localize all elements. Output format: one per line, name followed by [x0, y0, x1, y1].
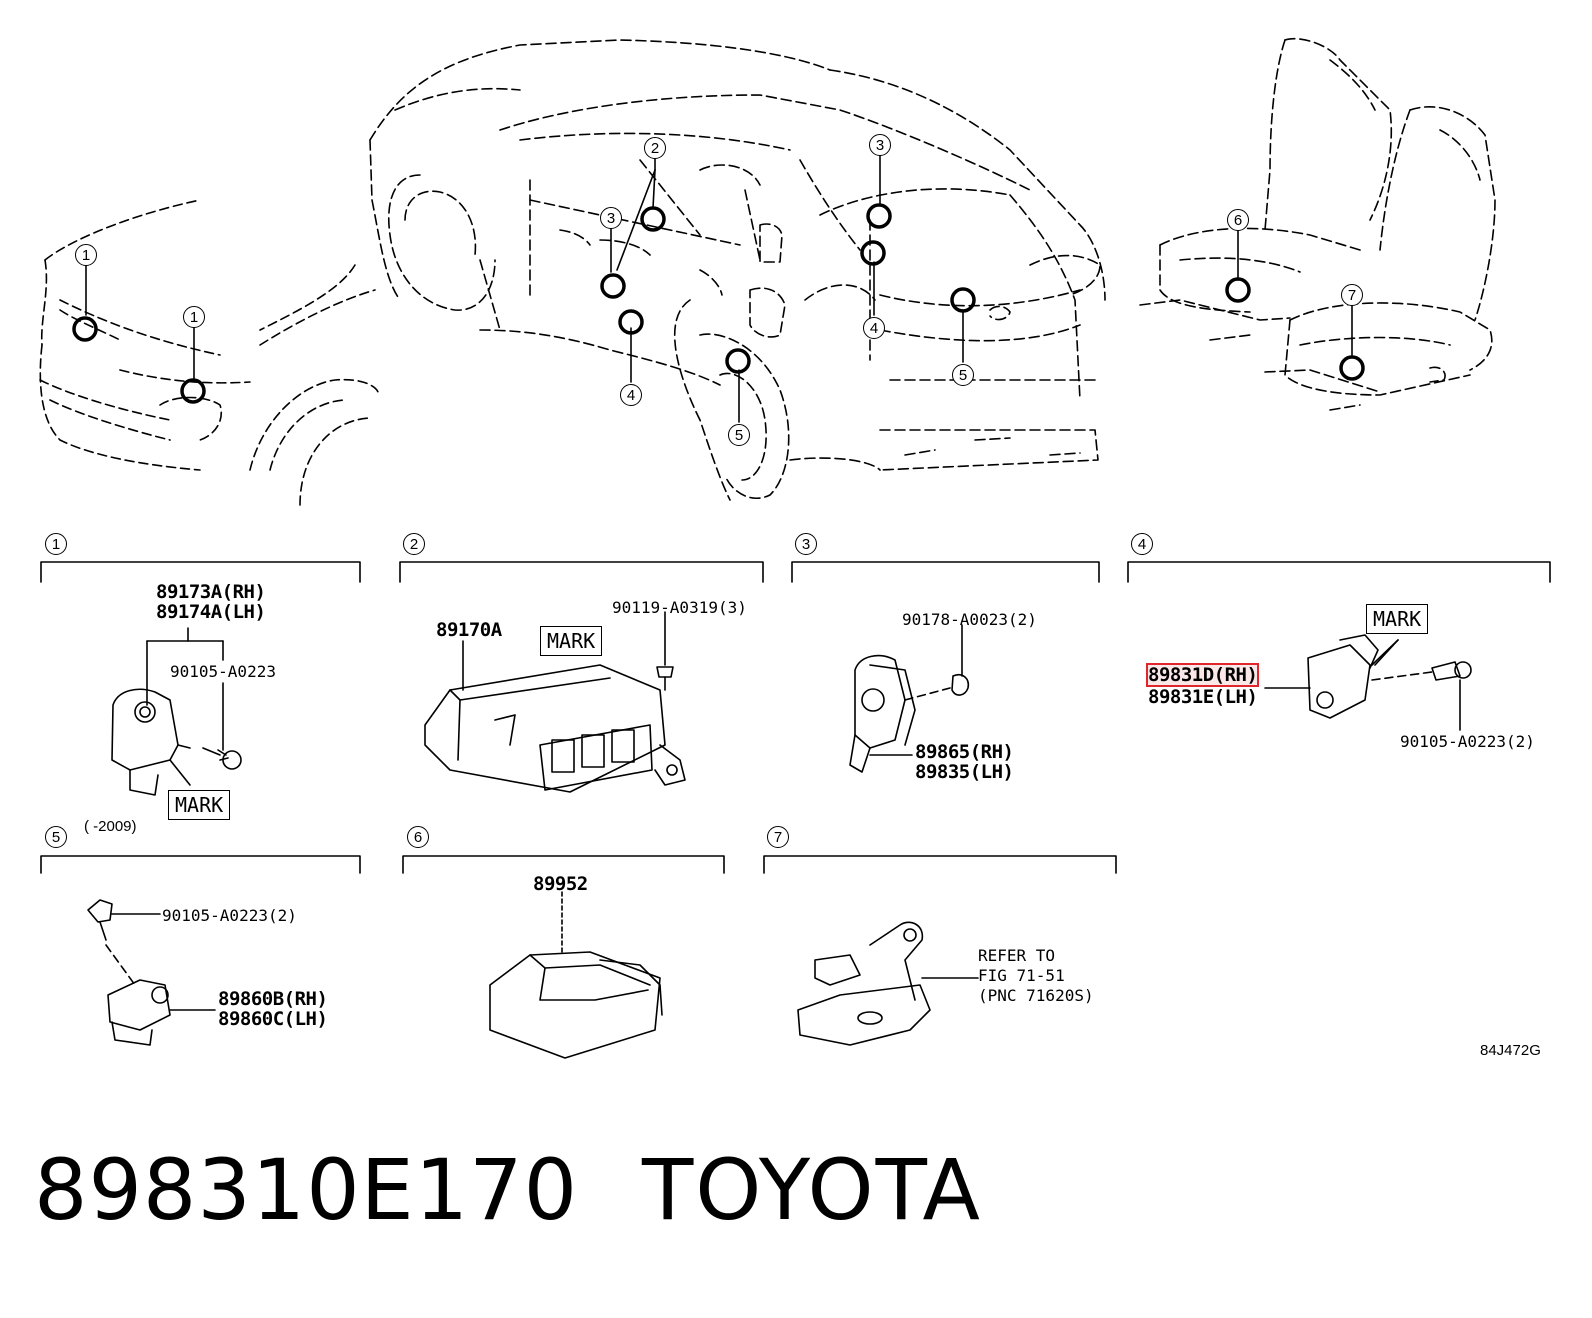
section-2-number: 2 — [403, 533, 425, 555]
sensor-89865-drawing — [849, 624, 970, 773]
sensor-89173A-drawing — [111, 627, 242, 796]
callout-5a: 5 — [952, 364, 974, 386]
part-89174A[interactable]: 89174A(LH) — [156, 601, 266, 623]
callout-4a: 4 — [620, 384, 642, 406]
part-89860C[interactable]: 89860C(LH) — [218, 1008, 328, 1030]
bolt-90119-A0319[interactable]: 90119-A0319(3) — [612, 598, 747, 617]
module-89952-drawing — [489, 891, 663, 1059]
section-4-number: 4 — [1131, 533, 1153, 555]
part-89831E[interactable]: 89831E(LH) — [1148, 686, 1258, 708]
mark-label-4: MARK — [1366, 604, 1429, 634]
part-89173A[interactable]: 89173A(RH) — [156, 581, 266, 603]
part-89860B[interactable]: 89860B(RH) — [218, 988, 328, 1010]
sensor-89831D-drawing — [1264, 634, 1472, 731]
location-markers — [72, 203, 1365, 404]
part-number-title: 898310E170 — [34, 1141, 579, 1239]
sensor-71620S-drawing — [797, 921, 979, 1046]
section-5-year-note: ( -2009) — [84, 818, 137, 835]
section-3-number: 3 — [795, 533, 817, 555]
mark-label-1: MARK — [168, 790, 231, 820]
callout-leaders — [85, 154, 1353, 423]
callout-3a: 3 — [600, 207, 622, 229]
callout-5b: 5 — [728, 424, 750, 446]
callout-1a: 1 — [75, 244, 97, 266]
nut-90178-A0023[interactable]: 90178-A0023(2) — [902, 610, 1037, 629]
seats-drawing — [1139, 37, 1496, 411]
section-6-number: 6 — [407, 826, 429, 848]
bolt-90105-A0223[interactable]: 90105-A0223 — [170, 662, 276, 681]
callout-4b: 4 — [863, 317, 885, 339]
part-89865[interactable]: 89865(RH) — [915, 741, 1014, 763]
mark-label-2: MARK — [540, 626, 603, 656]
bolt-90105-A0223-2[interactable]: 90105-A0223(2) — [1400, 732, 1535, 751]
refer-line-3[interactable]: (PNC 71620S) — [978, 986, 1094, 1005]
callout-3b: 3 — [869, 134, 891, 156]
ecu-89170A-drawing — [424, 611, 686, 793]
section-7-number: 7 — [767, 826, 789, 848]
section-1-number: 1 — [45, 533, 67, 555]
section-brackets — [40, 561, 1551, 874]
refer-line-1: REFER TO — [978, 946, 1056, 965]
callout-2: 2 — [644, 137, 666, 159]
front-car-drawing — [39, 199, 379, 506]
part-89831D-highlighted[interactable]: 89831D(RH) — [1145, 663, 1260, 687]
refer-line-2[interactable]: FIG 71-51 — [978, 966, 1065, 985]
part-89952[interactable]: 89952 — [533, 873, 588, 895]
brand-title: TOYOTA — [642, 1141, 982, 1239]
part-89170A[interactable]: 89170A — [436, 619, 502, 641]
callout-6: 6 — [1227, 209, 1249, 231]
figure-id: 84J472G — [1480, 1042, 1541, 1059]
sensor-89860B-drawing — [87, 899, 216, 1046]
part-89835[interactable]: 89835(LH) — [915, 761, 1014, 783]
suv-drawing — [369, 39, 1106, 501]
section-5-number: 5 — [45, 826, 67, 848]
callout-1b: 1 — [183, 306, 205, 328]
bolt-90105-A0223-s5[interactable]: 90105-A0223(2) — [162, 906, 297, 925]
callout-7: 7 — [1341, 284, 1363, 306]
